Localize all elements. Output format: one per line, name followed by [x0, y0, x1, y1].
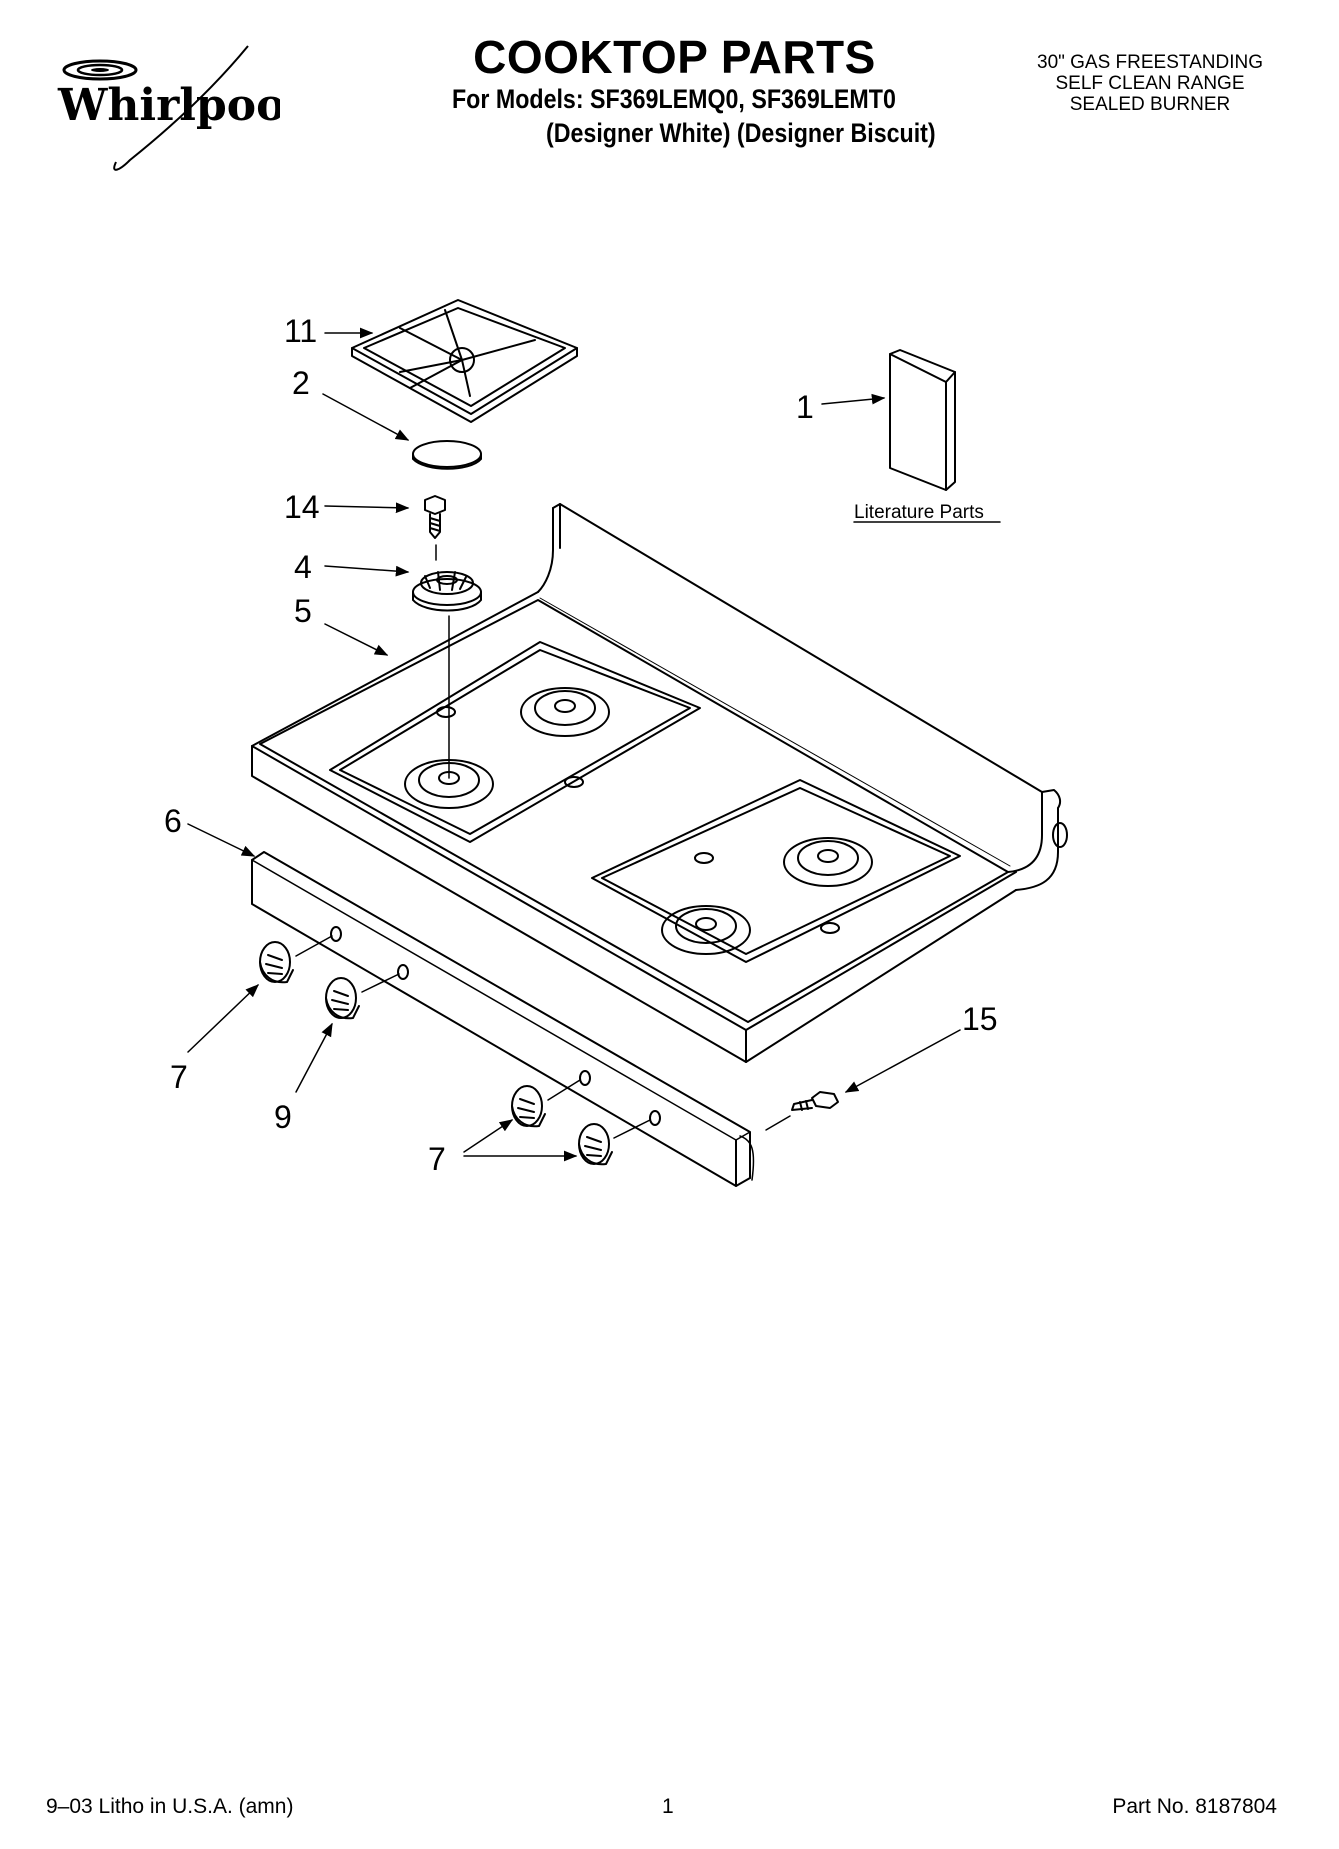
page-number: 1 — [662, 1795, 674, 1818]
callout-7-left: 7 — [170, 1059, 188, 1095]
screw-top — [424, 495, 446, 561]
model-numbers: For Models: SF369LEMQ0, SF369LEMT0 — [452, 84, 896, 114]
literature-booklet — [889, 349, 956, 491]
litho-note: 9–03 Litho in U.S.A. (amn) — [46, 1795, 294, 1818]
cooktop-main-top — [251, 503, 1068, 1063]
model-colors: (Designer White) (Designer Biscuit) — [546, 118, 936, 148]
burner-cap — [412, 440, 482, 470]
knob-left-b — [325, 977, 360, 1020]
callout-9: 9 — [274, 1099, 292, 1135]
product-description: 30" GAS FREESTANDING SELF CLEAN RANGE SE… — [1000, 52, 1300, 115]
knob-left-a — [259, 941, 294, 984]
product-desc-line-1: 30" GAS FREESTANDING — [1037, 52, 1263, 73]
leader-arrows — [187, 327, 961, 1162]
callout-6: 6 — [164, 803, 182, 839]
callout-1: 1 — [796, 389, 814, 425]
burner-grate — [351, 299, 578, 423]
literature-parts-label: Literature Parts — [854, 502, 984, 523]
callout-7-right: 7 — [428, 1141, 446, 1177]
callout-14: 14 — [284, 489, 320, 525]
product-desc-line-3: SEALED BURNER — [1069, 94, 1231, 115]
page-title: COOKTOP PARTS — [473, 31, 876, 83]
part-number: Part No. 8187804 — [1112, 1795, 1277, 1818]
callout-2: 2 — [292, 365, 310, 401]
whirlpool-logo: Whirlpool — [57, 45, 280, 171]
product-desc-line-2: SELF CLEAN RANGE — [1055, 73, 1245, 94]
callout-15: 15 — [962, 1001, 998, 1037]
svg-text:Whirlpool: Whirlpool — [57, 80, 280, 131]
callout-11: 11 — [284, 313, 317, 349]
callout-5: 5 — [294, 593, 312, 629]
callout-4: 4 — [294, 549, 312, 585]
screw-side — [765, 1091, 839, 1131]
control-panel — [251, 851, 755, 1187]
knob-right-b — [578, 1123, 613, 1166]
knob-right-a — [511, 1085, 546, 1128]
burner-base — [412, 571, 482, 612]
knob-alignment-lines — [295, 935, 651, 1139]
